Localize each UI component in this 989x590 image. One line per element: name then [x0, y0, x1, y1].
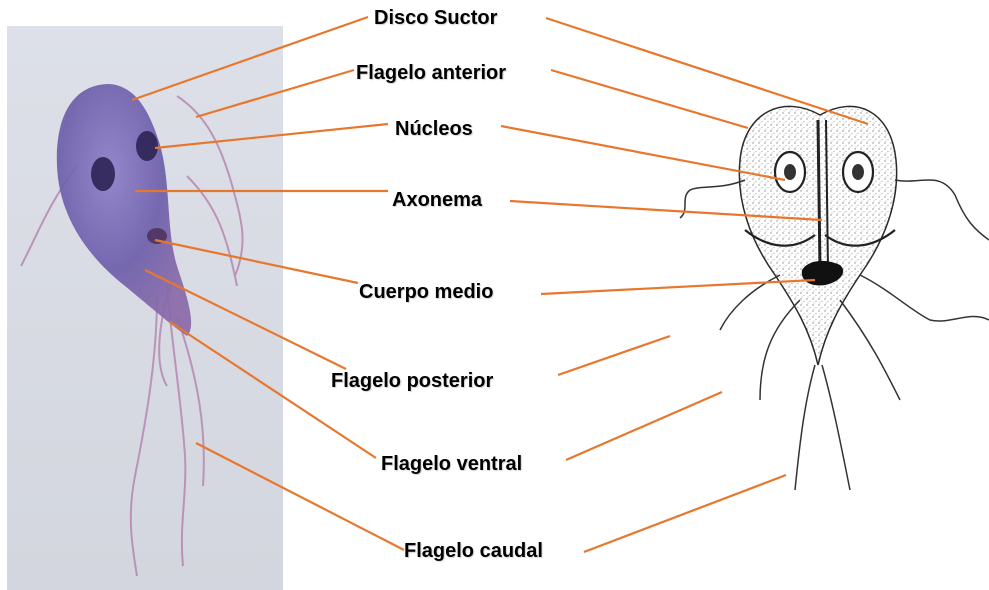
leader-cuerpo-medio-right — [541, 280, 815, 294]
leader-flagelo-anterior-left — [196, 70, 354, 117]
leader-disco-suctor-right — [546, 18, 868, 124]
label-disco-suctor: Disco Suctor — [374, 7, 497, 30]
label-nucleos: Núcleos — [395, 118, 473, 141]
leader-flagelo-posterior-right — [558, 336, 670, 375]
label-flagelo-ventral: Flagelo ventral — [381, 453, 522, 476]
leader-disco-suctor-left — [132, 17, 368, 100]
label-flagelo-caudal: Flagelo caudal — [404, 540, 543, 563]
label-flagelo-anterior: Flagelo anterior — [356, 62, 506, 85]
label-flagelo-posterior: Flagelo posterior — [331, 370, 493, 393]
leader-flagelo-anterior-right — [551, 70, 748, 128]
leader-axonema-right — [510, 201, 822, 220]
leader-flagelo-caudal-right — [584, 475, 786, 552]
leader-flagelo-ventral-right — [566, 392, 722, 460]
leader-cuerpo-medio-left — [155, 240, 358, 283]
leader-nucleos-right — [501, 126, 785, 180]
leader-flagelo-posterior-left — [145, 270, 346, 369]
label-cuerpo-medio: Cuerpo medio — [359, 281, 493, 304]
leader-flagelo-caudal-left — [196, 443, 404, 550]
label-axonema: Axonema — [392, 189, 482, 212]
leader-nucleos-left — [155, 124, 388, 148]
